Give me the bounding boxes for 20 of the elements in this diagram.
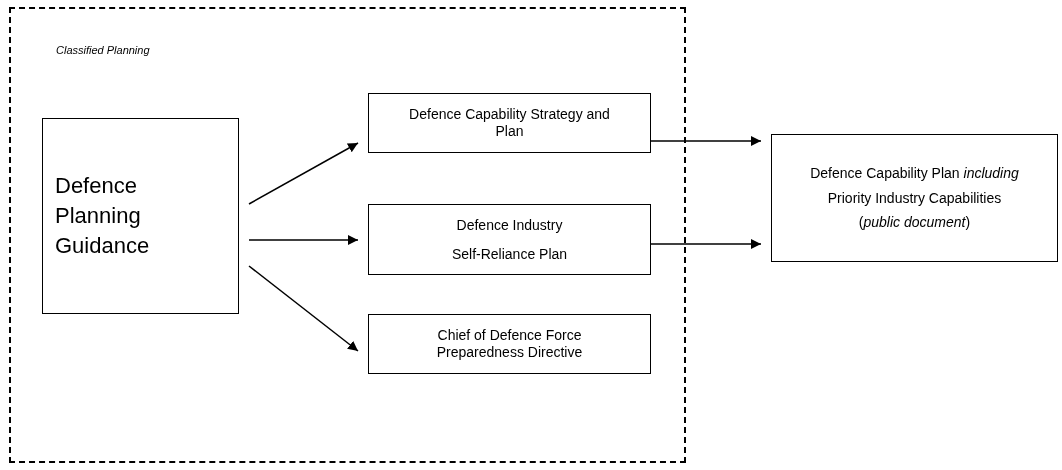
group-heading: Classified Planning: [56, 44, 150, 58]
box-label: Chief of Defence Force Preparedness Directive: [435, 327, 584, 361]
box-label: Priority Industry Capabilities: [827, 189, 1002, 207]
arrow: [248, 142, 359, 205]
process-box: [42, 118, 239, 314]
process-box: [368, 93, 651, 153]
box-label: Self-Reliance Plan: [451, 245, 568, 263]
box-label: Defence Planning Guidance: [55, 172, 151, 260]
box-label: Defence Capability Plan including: [810, 164, 1019, 182]
arrow: [650, 136, 762, 146]
box-label: Defence Capability Strategy and Plan: [408, 106, 611, 140]
process-box: [368, 204, 651, 275]
arrow: [650, 239, 762, 249]
arrow: [248, 265, 359, 352]
box-label: (public document): [858, 214, 971, 232]
dashed-group-frame: [9, 7, 686, 463]
arrow: [248, 235, 359, 245]
box-label: Defence Industry: [456, 216, 563, 234]
process-box: [368, 314, 651, 374]
process-box: [771, 134, 1058, 262]
